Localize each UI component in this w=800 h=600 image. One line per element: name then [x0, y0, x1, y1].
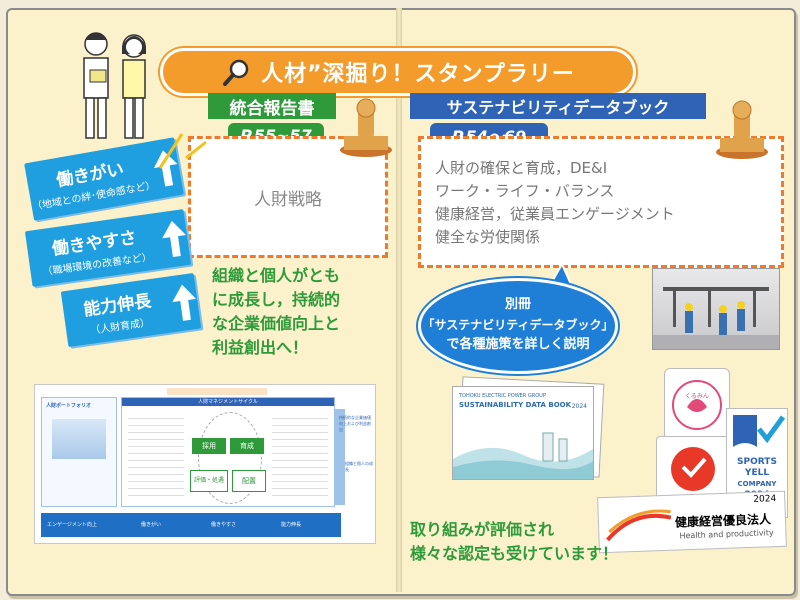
health-management-cert: 2024 健康経営優良法人 Health and productivity	[597, 490, 787, 554]
databook-topic: ワーク・ライフ・バランス	[435, 182, 615, 200]
cover-company: TOHOKU ELECTRIC POWER GROUP	[459, 393, 546, 399]
sports-yell-line: SPORTS	[737, 457, 777, 467]
kurumin-logo	[672, 380, 722, 430]
management-diagram: 人財ポートフォリオ 人財マネジメントサイクル 採用 育成 評価・処遇 配置 持続…	[34, 384, 376, 544]
diagram-center-panel: 人財マネジメントサイクル 採用 育成 評価・処遇 配置	[121, 397, 335, 507]
award-message-line: 様々な認定も受けています！	[410, 544, 619, 563]
integrated-report-box: 人財戦略	[188, 136, 388, 258]
databook-cover: TOHOKU ELECTRIC POWER GROUP SUSTAINABILI…	[452, 386, 594, 480]
diagram-top-bar	[167, 388, 267, 395]
databook-topic: 人財の確保と育成，DE&I	[435, 159, 608, 177]
integrated-report-topic: 人財戦略	[254, 190, 322, 210]
cycle-step: 評価・処遇	[190, 470, 228, 492]
growth-message-line: 組織と個人がとも	[212, 266, 341, 285]
health-cert-year: 2024	[753, 494, 777, 505]
databook-topic: 健康経営，従業員エンゲージメント	[435, 205, 675, 223]
growth-message: 組織と個人がとも に成長し，持続的 な企業価値向上と 利益創出へ！	[212, 264, 392, 360]
integrated-report-label: 統合報告書	[208, 93, 336, 119]
growth-message-line: な企業価値向上と	[212, 314, 341, 333]
health-cert-title: 健康経営優良法人	[674, 512, 772, 530]
health-cert-sub: Health and productivity	[679, 528, 774, 541]
bubble-line: 「サステナビリティデータブック」	[422, 318, 614, 332]
diagram-header: 人財マネジメントサイクル	[122, 398, 334, 406]
databook-label: サステナビリティデータブック	[410, 93, 706, 119]
stamp-icon	[716, 100, 768, 159]
connector-lines	[158, 133, 207, 169]
diagram-right-item: 持続的な企業価値向上および利益創出	[339, 415, 371, 432]
diagram-arrow-band	[335, 409, 345, 505]
diagram-notes-right	[272, 418, 328, 498]
cover-art	[453, 432, 593, 479]
arrow-up-icon	[162, 220, 186, 258]
cover-year: 2024	[571, 403, 587, 410]
diagram-left-title: 人財ポートフォリオ	[46, 403, 92, 409]
diagram-right-item: 組織と個人の成長	[345, 461, 373, 472]
bubble-line: 別冊	[504, 297, 531, 312]
cycle-step: 育成	[230, 438, 264, 454]
sports-yell-logo	[733, 415, 786, 447]
sports-yell-line: YELL	[744, 468, 770, 478]
photo-scene	[653, 287, 779, 349]
kurumin-label: くるみん	[685, 393, 709, 400]
stamp-icon	[340, 98, 392, 157]
growth-message-line: 利益創出へ！	[212, 338, 309, 357]
databook-box: 人財の確保と育成，DE&I ワーク・ライフ・バランス 健康経営，従業員エンゲージ…	[418, 136, 784, 268]
growth-message-line: に成長し，持続的	[212, 290, 341, 309]
diagram-bottom-band: エンゲージメント向上 働きがい 働きやすさ 能力伸長	[41, 513, 341, 537]
diagram-left-panel: 人財ポートフォリオ	[41, 397, 117, 507]
diagram-bottom-left: エンゲージメント向上	[47, 522, 97, 528]
diagram-bottom-item: 能力伸長	[281, 522, 302, 528]
databook-topic: 健全な労使関係	[435, 228, 541, 246]
diagram-left-chart	[52, 419, 106, 459]
cycle-step: 採用	[192, 438, 226, 454]
award-message-line: 取り組みが評価され	[410, 520, 555, 539]
diagram-notes-left	[128, 418, 184, 498]
cycle-ring	[198, 412, 262, 504]
databook-topic-list: 人財の確保と育成，DE&I ワーク・ライフ・バランス 健康経営，従業員エンゲージ…	[435, 157, 675, 249]
diagram-bottom-item: 働きやすさ	[211, 522, 237, 528]
page-title: 人材”深掘り！スタンプラリー	[261, 62, 575, 87]
people-illustration	[83, 32, 146, 139]
bubble-line: で各種施策を詳しく説明	[446, 337, 590, 352]
title-banner: 人材”深掘り！スタンプラリー	[160, 48, 636, 96]
tag-skill-growth: 能力伸長（人財育成）	[60, 272, 202, 348]
tag-engagement: 働きがい（地域との絆･使命感など）	[24, 137, 184, 221]
arrow-up-icon	[172, 284, 197, 321]
cover-title: SUSTAINABILITY DATA BOOK	[459, 401, 572, 409]
training-photo	[652, 268, 780, 350]
magnifier-icon	[223, 59, 249, 86]
arrow-up-icon	[153, 150, 178, 187]
cycle-step: 配置	[232, 470, 266, 492]
diagram-bottom-item: 働きがい	[141, 522, 162, 528]
tag-work-environment: 働きやすさ（職場環境の改善など）	[24, 209, 192, 287]
book-spine	[396, 8, 402, 592]
health-badge-logo	[671, 447, 715, 491]
award-message: 取り組みが評価され 様々な認定も受けています！	[410, 518, 650, 566]
databook-bubble: 別冊 「サステナビリティデータブック」 で各種施策を詳しく説明	[418, 278, 618, 374]
kurumin-cert: くるみん	[664, 368, 730, 440]
health-management-logo	[606, 509, 672, 542]
sports-yell-line: COMPANY	[737, 480, 777, 488]
